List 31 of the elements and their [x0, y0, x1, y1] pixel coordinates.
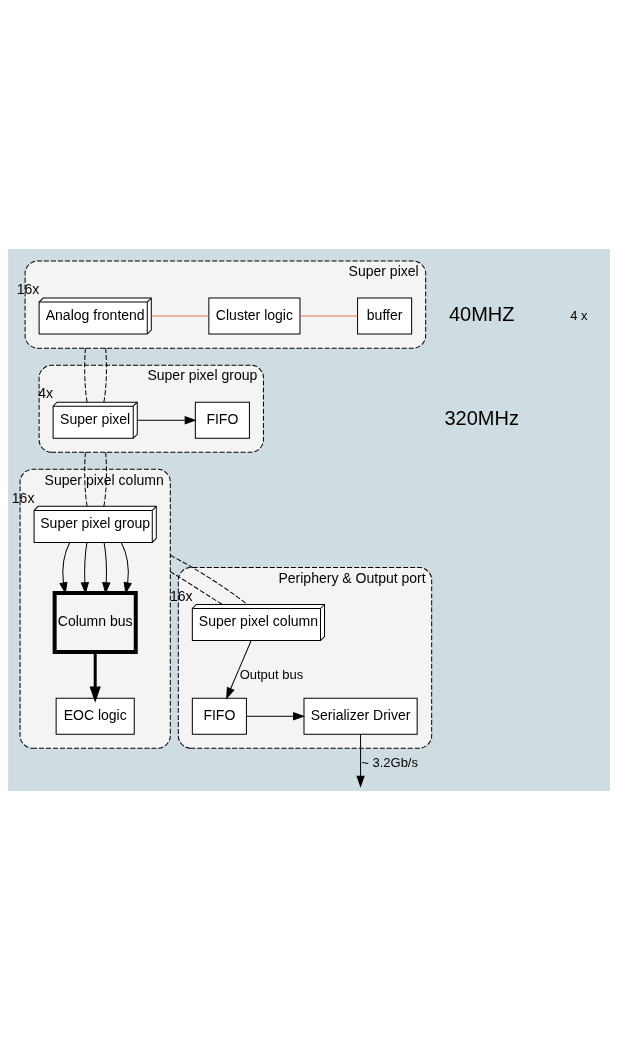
node-box: FIFO [191, 697, 247, 735]
connector [103, 451, 107, 507]
node-box: Serializer Driver [303, 697, 418, 735]
connector [84, 451, 88, 507]
node-box: Cluster logic [208, 297, 301, 335]
connector [84, 347, 88, 403]
connector [299, 315, 359, 317]
edge-label: Output bus [239, 666, 304, 682]
arrow [356, 733, 365, 787]
arrow [136, 415, 196, 424]
label: 320MHz [444, 406, 520, 429]
edge-label: ~ 3.2Gb/s [361, 754, 418, 770]
connector [169, 554, 248, 605]
arrow [89, 652, 101, 703]
node-box: Column bus [52, 590, 138, 654]
connector [103, 347, 107, 403]
label: 4 x [570, 307, 588, 322]
arrow [102, 541, 111, 593]
connector [169, 570, 223, 605]
arrow [80, 541, 89, 593]
node-box: buffer [357, 297, 413, 335]
arrow [59, 541, 71, 593]
node-box: EOC logic [55, 697, 135, 735]
arrow [120, 541, 132, 593]
label: 40MHZ [448, 302, 515, 325]
node-box: FIFO [194, 401, 250, 439]
connector [151, 315, 210, 317]
node-label: 4x [38, 384, 54, 401]
arrow [246, 711, 305, 720]
node-label: 16x [170, 587, 193, 604]
arrow [226, 639, 252, 698]
